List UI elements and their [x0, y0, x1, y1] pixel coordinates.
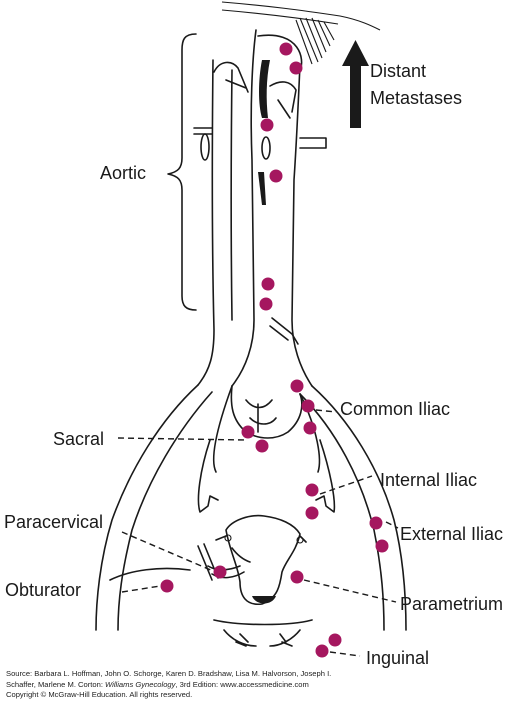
label-paracervical: Paracervical	[4, 512, 103, 532]
aorta-trunk	[193, 29, 327, 387]
node-obturator	[160, 579, 174, 593]
source-line-2-pre: Schaffer, Marlene M. Corton:	[6, 679, 106, 689]
node-aortic-3	[260, 118, 274, 132]
aortic-bracket	[167, 33, 197, 311]
node-aortic-4	[269, 169, 283, 183]
label-parametrium: Parametrium	[400, 594, 503, 614]
node-aortic-2	[289, 61, 303, 75]
label-inguinal: Inguinal	[366, 648, 429, 668]
common-iliac-leader	[315, 409, 337, 413]
label-aortic: Aortic	[100, 163, 146, 183]
distant-metastases-arrow	[342, 40, 369, 128]
node-common-iliac-3	[303, 421, 317, 435]
leader-lines	[117, 409, 399, 657]
label-distant-line1: Distant	[370, 61, 426, 81]
node-aortic-5	[261, 277, 275, 291]
node-common-iliac-2	[301, 399, 315, 413]
node-sacral-1	[241, 425, 255, 439]
obturator-leader	[121, 585, 161, 593]
node-aortic-1	[279, 42, 293, 56]
source-line-2-post: , 3rd Edition: www.accessmedicine.com	[175, 679, 309, 689]
lymph-nodes	[160, 42, 389, 658]
sacral-leader	[117, 437, 247, 441]
parametrium-leader	[303, 579, 397, 603]
node-inguinal-2	[315, 644, 329, 658]
paracervical-leader	[121, 531, 221, 575]
source-line-3: Copyright © McGraw-Hill Education. All r…	[6, 690, 193, 699]
label-distant-line2: Metastases	[370, 88, 462, 108]
node-common-iliac-1	[290, 379, 304, 393]
uterus	[109, 514, 307, 606]
source-book-title: Williams Gynecology	[105, 679, 176, 689]
external-iliac-leader	[385, 521, 399, 529]
label-obturator: Obturator	[5, 580, 81, 600]
label-internal-iliac: Internal Iliac	[380, 470, 477, 490]
label-common-iliac: Common Iliac	[340, 399, 450, 419]
node-internal-iliac-1	[305, 483, 319, 497]
node-external-iliac-1	[369, 516, 383, 530]
label-external-iliac: External Iliac	[400, 524, 503, 544]
source-credit: Source: Barbara L. Hoffman, John O. Scho…	[6, 669, 518, 701]
node-sacral-2	[255, 439, 269, 453]
label-sacral: Sacral	[53, 429, 104, 449]
inguinal-region	[213, 619, 313, 647]
diaphragm-structure	[221, 1, 381, 65]
node-paracervical	[213, 565, 227, 579]
source-line-2: Schaffer, Marlene M. Corton: Williams Gy…	[6, 680, 518, 691]
iliac-vessels	[95, 384, 407, 631]
node-aortic-6	[259, 297, 273, 311]
node-internal-iliac-2	[305, 506, 319, 520]
node-parametrium	[290, 570, 304, 584]
node-external-iliac-2	[375, 539, 389, 553]
inguinal-leader	[329, 651, 361, 657]
internal-iliac-leader	[319, 475, 373, 495]
source-line-1: Source: Barbara L. Hoffman, John O. Scho…	[6, 669, 332, 678]
node-inguinal-1	[328, 633, 342, 647]
